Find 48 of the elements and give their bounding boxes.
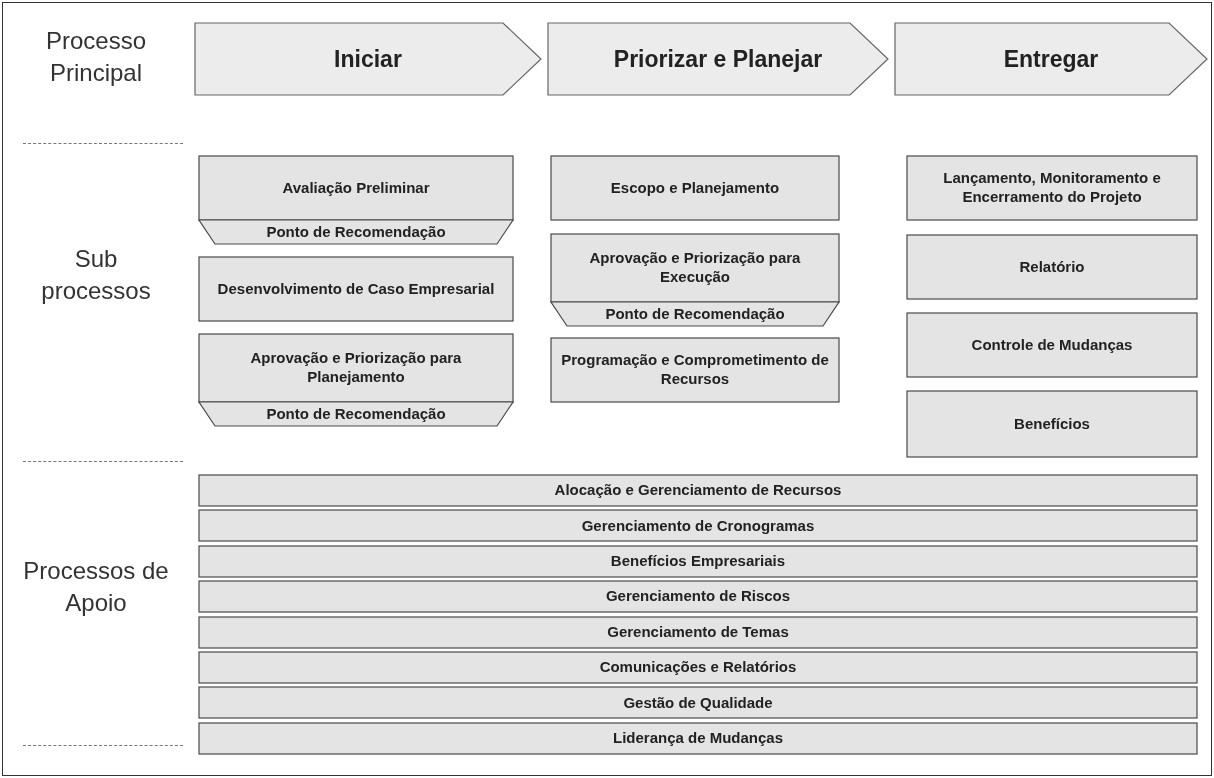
process-box <box>199 334 513 426</box>
process-box <box>199 257 513 321</box>
process-name: Aprovação e Priorização para Execução <box>588 249 802 287</box>
process-name: Aprovação e Priorização para Planejamento <box>249 349 463 387</box>
process-box <box>551 156 839 220</box>
recommendation-point-label: Ponto de Recomendação <box>605 304 785 324</box>
process-name: Gestão de Qualidade <box>623 693 773 713</box>
support-process-bar <box>199 722 1197 754</box>
process-name: Escopo e Planejamento <box>610 178 780 198</box>
process-name: Liderança de Mudanças <box>612 728 784 748</box>
process-name: Controle de Mudanças <box>971 335 1133 355</box>
process-name: Gerenciamento de Riscos <box>605 587 791 607</box>
support-process-bar <box>199 545 1197 577</box>
process-name: Gerenciamento de Cronogramas <box>581 516 815 536</box>
process-box <box>907 313 1197 377</box>
process-box <box>907 235 1197 299</box>
support-process-bar <box>199 510 1197 542</box>
process-box <box>907 391 1197 457</box>
process-name: Desenvolvimento de Caso Empresarial <box>217 279 495 299</box>
section-label: Processo Principal <box>44 26 147 89</box>
process-box <box>907 156 1197 220</box>
chevron-box <box>895 23 1207 95</box>
process-name: Priorizar e Planejar <box>613 44 823 74</box>
process-box <box>551 338 839 402</box>
process-name: Benefícios Empresariais <box>610 551 786 571</box>
chevron-box <box>195 23 541 95</box>
recommendation-point-label: Ponto de Recomendação <box>266 222 446 242</box>
process-name: Iniciar <box>334 44 402 74</box>
support-process-bar <box>199 581 1197 613</box>
process-name: Benefícios <box>1014 414 1090 434</box>
process-name: Gerenciamento de Temas <box>607 622 789 642</box>
process-box <box>551 234 839 326</box>
process-name: Comunicações e Relatórios <box>599 658 797 677</box>
section-label: Processos de Apoio <box>22 556 170 619</box>
process-name: Lançamento, Monitoramento e Encerramento do Projeto <box>942 169 1162 207</box>
process-name: Avaliação Preliminar <box>282 178 430 198</box>
support-process-bar <box>199 475 1197 506</box>
support-process-bar <box>199 687 1197 719</box>
recommendation-point-label: Ponto de Recomendação <box>266 404 446 424</box>
process-name: Relatório <box>1019 257 1085 277</box>
process-name: Entregar <box>1003 44 1099 74</box>
process-name: Alocação e Gerenciamento de Recursos <box>554 481 842 500</box>
process-name: Programação e Comprometimento de Recursos <box>560 351 830 389</box>
process-box <box>199 156 513 244</box>
support-process-bar <box>199 616 1197 648</box>
section-label: Sub processos <box>40 244 152 307</box>
chevron-box <box>548 23 888 95</box>
support-process-bar <box>199 652 1197 683</box>
